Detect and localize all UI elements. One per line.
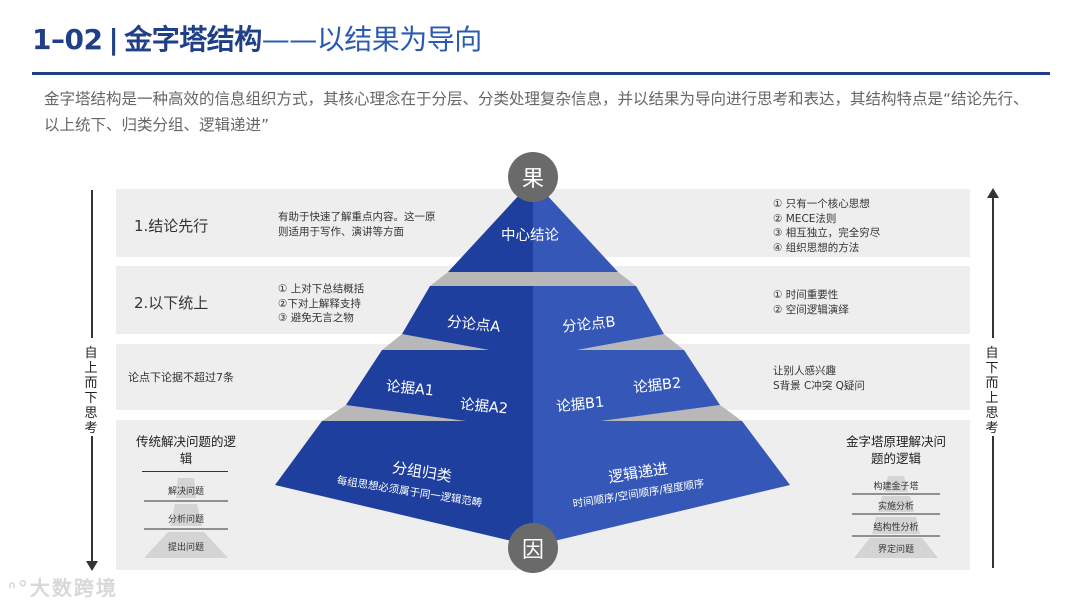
page-title: 1–02|金字塔结构——以结果为导向 bbox=[32, 18, 482, 58]
bottom-circle-cause: 因 bbox=[508, 523, 558, 573]
right-axis-line-top bbox=[992, 197, 994, 338]
left-mini-underline bbox=[142, 471, 228, 472]
right-mini-item-1: 构建金子塔 bbox=[873, 482, 919, 492]
row-1-right-list: ① 只有一个核心思想 ② MECE法则 ③ 相互独立，完全穷尽 ④ 组织思想的方… bbox=[773, 197, 963, 255]
pyramid-l4-left bbox=[275, 421, 533, 546]
watermark-text: 大数跨境 bbox=[29, 576, 118, 600]
left-mini-item-2: 分析问题 bbox=[167, 515, 204, 525]
right-mini-tier bbox=[872, 517, 920, 534]
row-1-right-item: ③ 相互独立，完全穷尽 bbox=[773, 227, 881, 239]
title-main: 金字塔结构 bbox=[124, 23, 262, 56]
title-underline bbox=[32, 72, 1050, 75]
row-2-desc-line: ③ 避免无言之物 bbox=[278, 312, 354, 324]
row-3-right-item: 让别人感兴趣 bbox=[773, 365, 836, 377]
left-mini-tier bbox=[176, 478, 196, 498]
pyramid-l3-left bbox=[346, 350, 533, 430]
row-1-right-item: ① 只有一个核心思想 bbox=[773, 198, 870, 210]
left-mini-tier bbox=[170, 504, 202, 526]
left-mini-tier bbox=[144, 532, 228, 558]
right-mini-item-2: 实施分析 bbox=[877, 502, 914, 512]
row-1-desc: 有助于快速了解重点内容。这一原则适用于写作、演讲等方面 bbox=[278, 211, 436, 238]
left-mini-title: 传统解决问题的逻辑 bbox=[135, 434, 236, 466]
pyramid-l2-left bbox=[402, 286, 533, 358]
right-axis-label: 自下而上思考 bbox=[985, 346, 999, 436]
pyramid-l3-right bbox=[533, 350, 720, 430]
row-2-desc-line: ②下对上解释支持 bbox=[278, 297, 361, 310]
left-mini-pyramid bbox=[144, 478, 228, 558]
pyramid-top-right bbox=[533, 180, 618, 272]
right-mini-title: 金字塔原理解决问题的逻辑 bbox=[845, 434, 946, 466]
left-mini-item-1: 解决问题 bbox=[167, 487, 204, 497]
section-number: 1–02 bbox=[32, 23, 103, 56]
right-mini-pyramid bbox=[852, 476, 940, 558]
watermark-logo-icon: ᐢ° bbox=[8, 576, 30, 600]
pyramid-gap-1 bbox=[430, 272, 636, 286]
row-3-label: 论点下论据不超过7条 bbox=[128, 371, 234, 384]
title-subtitle: ——以结果为导向 bbox=[261, 23, 483, 56]
left-mini-item-3: 提出问题 bbox=[167, 543, 204, 553]
arrow-down-icon bbox=[86, 561, 98, 571]
left-axis-label: 自上而下思考 bbox=[84, 346, 98, 436]
top-circle-result: 果 bbox=[508, 152, 558, 202]
arrow-up-icon bbox=[987, 188, 999, 198]
pyramid-top-left bbox=[448, 180, 533, 272]
row-2-desc: ① 上对下总结概括 ②下对上解释支持 ③ 避免无言之物 bbox=[278, 282, 428, 326]
pyramid-l4-right bbox=[533, 421, 790, 546]
row-1-label: 1.结论先行 bbox=[134, 217, 209, 235]
row-2-label: 2.以下统上 bbox=[134, 294, 209, 312]
row-2-right-item: ① 时间重要性 bbox=[773, 289, 839, 301]
pyramid-top-label: 中心结论 bbox=[501, 228, 559, 244]
row-3-right-item: S背景 C冲突 Q疑问 bbox=[773, 379, 865, 392]
left-axis-line-bottom bbox=[91, 436, 93, 564]
intro-paragraph: 金字塔结构是一种高效的信息组织方式，其核心理念在于分层、分类处理复杂信息，并以结… bbox=[44, 90, 1029, 134]
pyramid-l2-right bbox=[533, 286, 664, 358]
right-mini-tier bbox=[878, 496, 914, 512]
row-2-right-list: ① 时间重要性 ② 空间逻辑演绎 bbox=[773, 288, 963, 317]
right-mini-tier bbox=[854, 538, 938, 558]
title-divider: | bbox=[108, 23, 119, 56]
row-1-right-item: ② MECE法则 bbox=[773, 212, 837, 225]
right-mini-item-4: 界定问题 bbox=[877, 545, 914, 555]
row-2-desc-line: ① 上对下总结概括 bbox=[278, 283, 365, 295]
row-2-right-item: ② 空间逻辑演绎 bbox=[773, 303, 849, 316]
watermark-logo: ᐢ°大数跨境 bbox=[8, 572, 118, 601]
right-axis-line-bottom bbox=[992, 436, 994, 568]
right-mini-tier bbox=[884, 476, 908, 492]
row-3-right-list: 让别人感兴趣 S背景 C冲突 Q疑问 bbox=[773, 364, 963, 393]
right-mini-item-3: 结构性分析 bbox=[873, 523, 919, 533]
row-1-right-item: ④ 组织思想的方法 bbox=[773, 241, 860, 254]
left-axis-line-top bbox=[91, 190, 93, 338]
